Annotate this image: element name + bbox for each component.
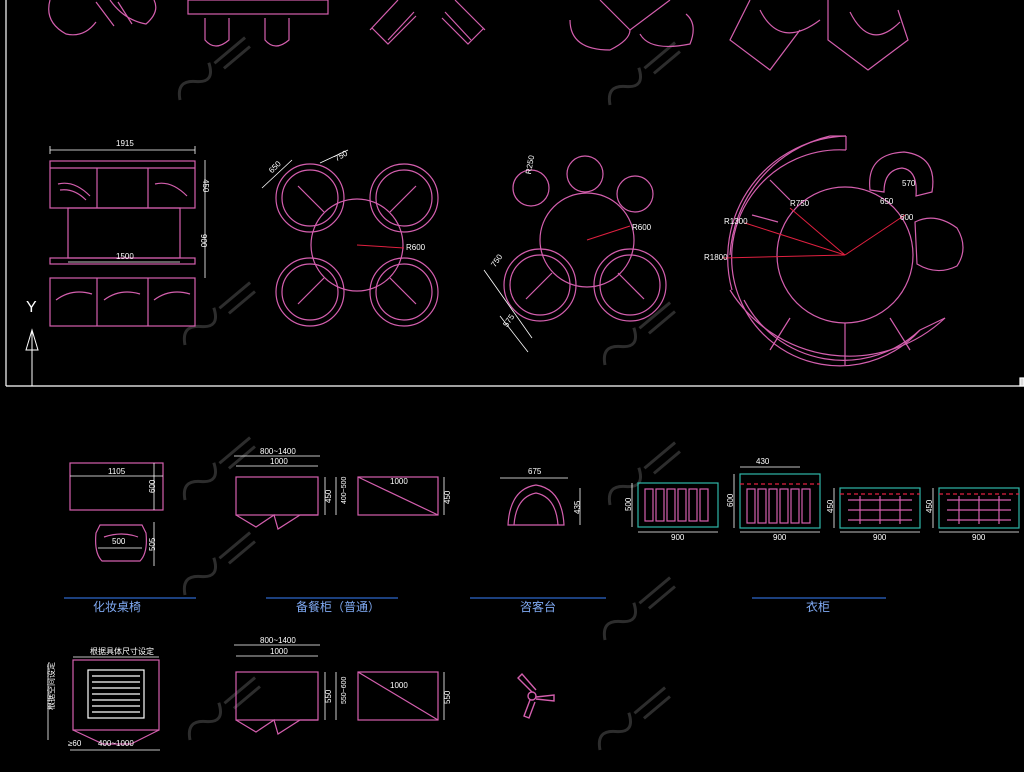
reception-counter [507,484,565,526]
row2-dimensions [234,644,445,720]
ucs-y-axis-icon [25,328,39,386]
dim-bed-min: ≥60 [68,739,82,748]
dim-bed-range: 400~1000 [98,739,134,748]
radius-line-4 [356,244,405,249]
dim-ward-h4: 450 [925,499,934,513]
dim-arc-r1: R750 [790,199,810,208]
dim-small-chair-a: 570 [902,179,916,188]
dim-round-table-r: R600 [632,223,652,232]
bed-title: 根据具体尺寸设定 [90,646,154,656]
dresser-elevation [49,160,196,327]
wardrobe-3 [839,487,921,529]
dim-ward-w2: 900 [773,533,787,542]
dim-ward-w3: 900 [873,533,887,542]
sideboard-dimensions [234,455,445,515]
round-table-stools [503,155,667,322]
dim-ward-top: 430 [756,457,770,466]
dim-ward-w1: 900 [671,533,685,542]
caption-sideboard: 备餐柜（普通） [296,599,380,614]
dim-sideboard-d3: 450 [443,490,452,504]
dim-dresser-width: 1915 [116,139,134,148]
dim-stool-w: 500 [112,537,126,546]
dim-dresser-height: 900 [199,234,208,248]
dim-row2-range: 800~1400 [260,636,296,645]
dim-reception-d: 435 [573,500,582,514]
caption-reception: 咨客台 [520,599,556,614]
dim-arc-r3: R1800 [704,253,728,262]
dim-row2-d: 550 [324,689,333,703]
reception-dimensions [500,477,581,525]
wardrobe-dimensions [631,466,1019,533]
dim-vanity-d: 600 [148,479,157,493]
bed-plan [72,659,160,745]
dim-sideboard-d: 450 [324,489,333,503]
bed-dimensions [47,656,160,751]
dim-vanity-w: 1105 [108,467,126,476]
dim-reception-w: 675 [528,467,542,476]
sideboard-plan [235,476,439,530]
sofa-radius-lines [721,207,906,259]
tripod-stand [517,672,555,719]
stool-dimensions [483,269,533,353]
dim-ward-h3: 450 [826,499,835,513]
dim-dresser-depth: 450 [201,179,210,193]
dim-small-chair-b: 650 [880,197,894,206]
dim-ward-h1: 500 [624,497,633,511]
dim-sideboard-w: 1000 [270,457,288,466]
vanity-dimensions [70,463,163,566]
wardrobe-4 [938,487,1020,529]
wardrobe-2 [739,473,821,529]
dim-sideboard-range: 800~1400 [260,447,296,456]
dim-round-table-4: R600 [406,243,426,252]
dim-row2-d2: 550~600 [341,676,348,704]
watermark-logo-icon [177,36,681,751]
dim-small-chair-c: 600 [900,213,914,222]
wardrobe-1 [637,482,719,528]
dim-dresser-inner: 1500 [116,252,134,261]
dresser-dimensions [49,146,206,278]
dim-sideboard-w2: 1000 [390,477,408,486]
round-table-4-chairs [275,163,439,327]
curved-sofa-table [727,135,964,367]
dim-ward-h2: 600 [726,493,735,507]
dim-ward-w4: 900 [972,533,986,542]
radius-line-stools [586,225,631,241]
dim-row2-w: 1000 [270,647,288,656]
caption-wardrobe: 衣柜 [806,599,830,614]
dim-stool: R250 [524,154,536,175]
dim-sideboard-d2: 400~500 [341,476,348,504]
axis-y-label: Y [26,299,37,316]
viewport-frame [5,0,1024,387]
dim-row2-d3: 550 [443,690,452,704]
vanity-desk [69,462,164,562]
bed-side: 根据空间设定 [46,662,56,710]
caption-vanity: 化妆桌椅 [93,600,141,614]
sideboard-large-plan [235,671,439,735]
chair4-dimensions [261,149,349,189]
top-furniture-row [48,0,909,71]
dim-row2-w2: 1000 [390,681,408,690]
dim-stool-d: 505 [148,537,157,551]
dim-arc-r2: R1300 [724,217,748,226]
